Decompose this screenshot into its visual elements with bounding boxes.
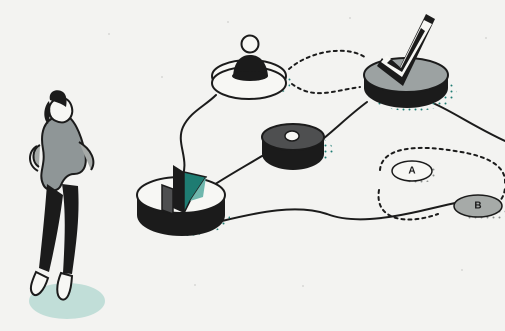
node-a-label: A [408,166,415,177]
target-ring-icon [285,131,299,141]
node-b-label: B [474,201,481,212]
